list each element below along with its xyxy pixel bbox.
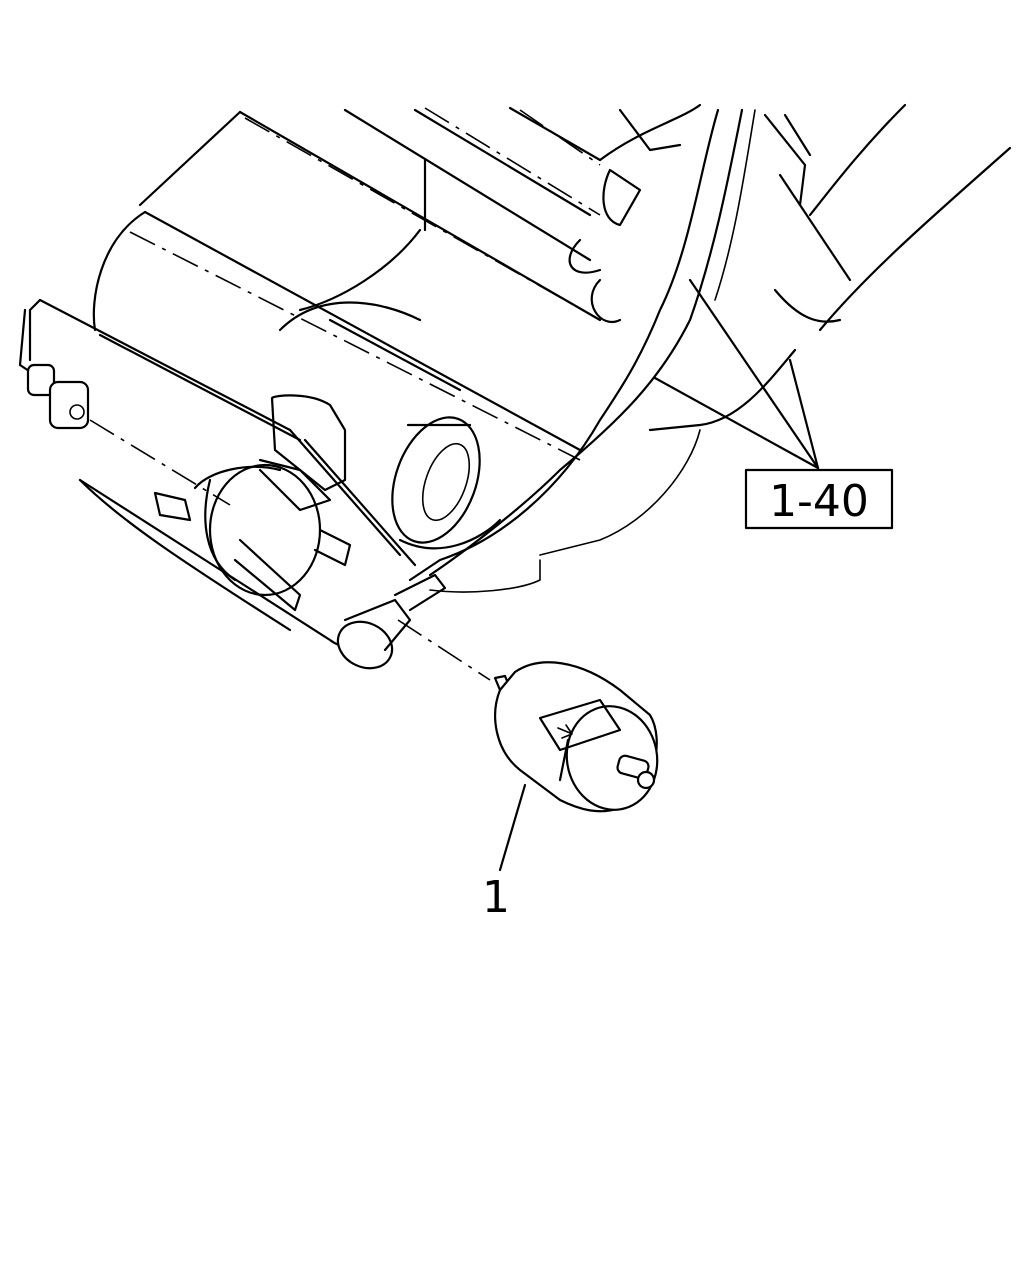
fuel-filter: [493, 661, 659, 813]
leader-lines: [498, 278, 820, 872]
outlet-fitting: [336, 573, 491, 681]
callout-ref-box: 1-40: [744, 468, 894, 530]
fuel-tank: [92, 210, 582, 550]
callout-ref-1-40: 1-40: [769, 476, 869, 527]
fuel-lines: [18, 108, 756, 582]
hose-connector-left: [26, 363, 231, 506]
filter-bracket: [78, 394, 372, 648]
body-frame: [138, 103, 1012, 593]
callout-part-1: 1: [482, 872, 510, 923]
callout-ref-frame: [744, 468, 894, 530]
